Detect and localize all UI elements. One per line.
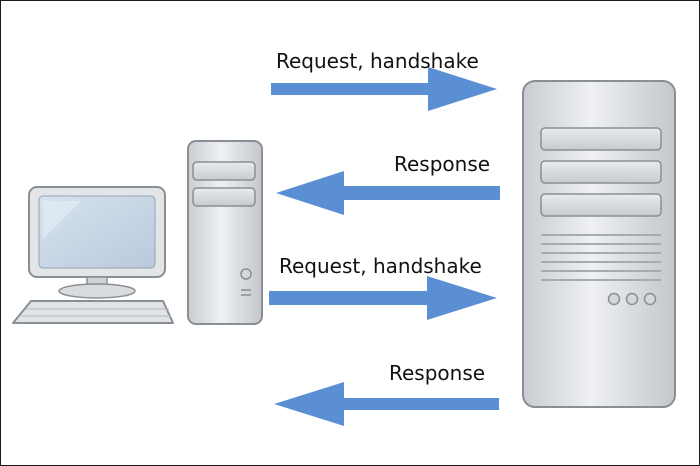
server-vents	[541, 234, 661, 281]
response-label-2: Response	[389, 361, 486, 385]
request-label-1: Request, handshake	[276, 49, 479, 73]
server-drive-bay-3	[540, 193, 662, 217]
response-arrow-2	[274, 382, 499, 426]
client-tower-icon	[187, 140, 263, 325]
server-tower-icon	[522, 80, 676, 408]
response-label-1: Response	[394, 152, 491, 176]
request-arrow-2	[269, 276, 497, 320]
request-arrow-1	[271, 67, 497, 111]
response-arrow-1	[276, 171, 500, 215]
keyboard-keys	[21, 308, 171, 317]
server-indicator-1	[607, 292, 621, 306]
server-drive-bay-2	[540, 160, 662, 184]
desktop-computer-icon	[12, 186, 174, 324]
client-drive-bay-2	[192, 187, 256, 207]
keyboard	[12, 300, 174, 324]
server-drive-bay-1	[540, 127, 662, 151]
monitor-stand	[58, 283, 136, 299]
client-vents	[241, 289, 251, 296]
screen-glare	[43, 201, 81, 239]
server-indicator-2	[625, 292, 639, 306]
request-label-2: Request, handshake	[279, 254, 482, 278]
client-power-button	[240, 268, 252, 280]
server-indicator-3	[643, 292, 657, 306]
client-drive-bay-1	[192, 161, 256, 181]
